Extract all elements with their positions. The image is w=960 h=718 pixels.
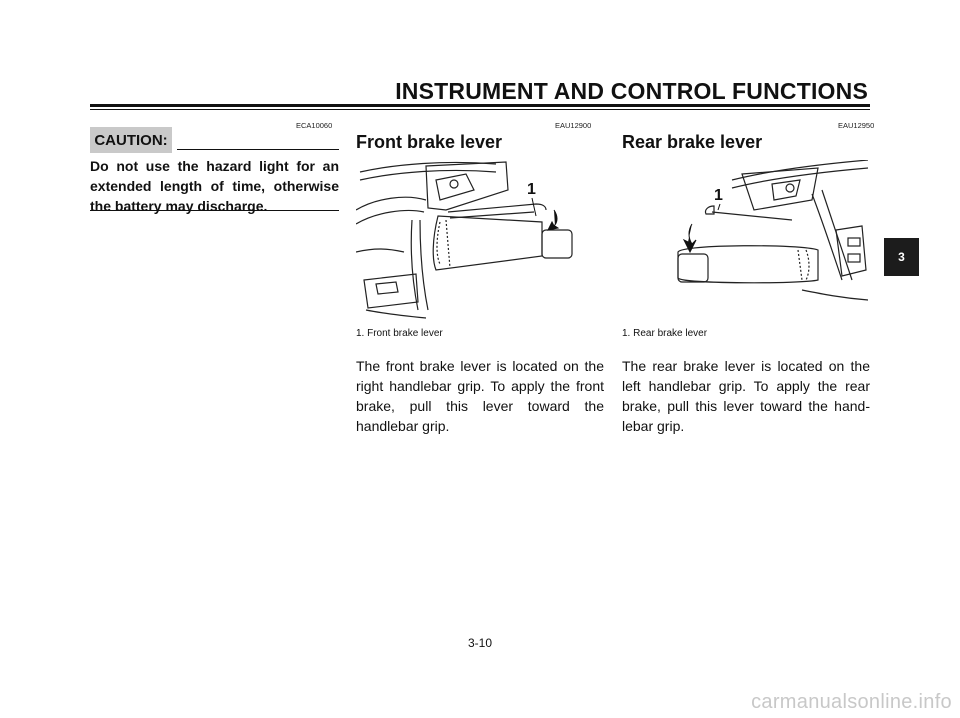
front-brake-code: EAU12900 [555, 121, 592, 130]
front-brake-caption: 1. Front brake lever [356, 328, 443, 339]
header-rule [90, 104, 870, 107]
caution-code: ECA10060 [296, 121, 333, 130]
rear-brake-code: EAU12950 [838, 121, 875, 130]
caution-bottom-rule [90, 210, 339, 211]
rear-brake-callout: 1 [714, 187, 723, 204]
watermark: carmanualsonline.info [751, 691, 952, 713]
front-brake-illustration: 1 [356, 161, 573, 319]
page-title: INSTRUMENT AND CONTROL FUNCTIONS [395, 78, 868, 104]
pull-arrow-icon [547, 209, 560, 231]
rear-brake-caption: 1. Rear brake lever [622, 328, 708, 339]
header-rule-thin [90, 109, 870, 110]
front-brake-heading: Front brake lever [356, 132, 503, 152]
caution-text: Do not use the hazard light for an exten… [90, 158, 339, 214]
caution-badge: CAUTION: [90, 127, 172, 153]
front-brake-callout: 1 [527, 181, 536, 198]
front-brake-body: The front brake lever is located on the … [356, 358, 604, 434]
page-number: 3-10 [467, 636, 493, 650]
caution-rule [177, 149, 339, 150]
pull-arrow-icon [682, 223, 697, 254]
rear-brake-illustration: 1 [677, 160, 868, 301]
rear-brake-heading: Rear brake lever [622, 132, 763, 152]
chapter-tab: 3 [884, 238, 919, 276]
rear-brake-body: The rear brake lever is located on the l… [622, 358, 870, 434]
